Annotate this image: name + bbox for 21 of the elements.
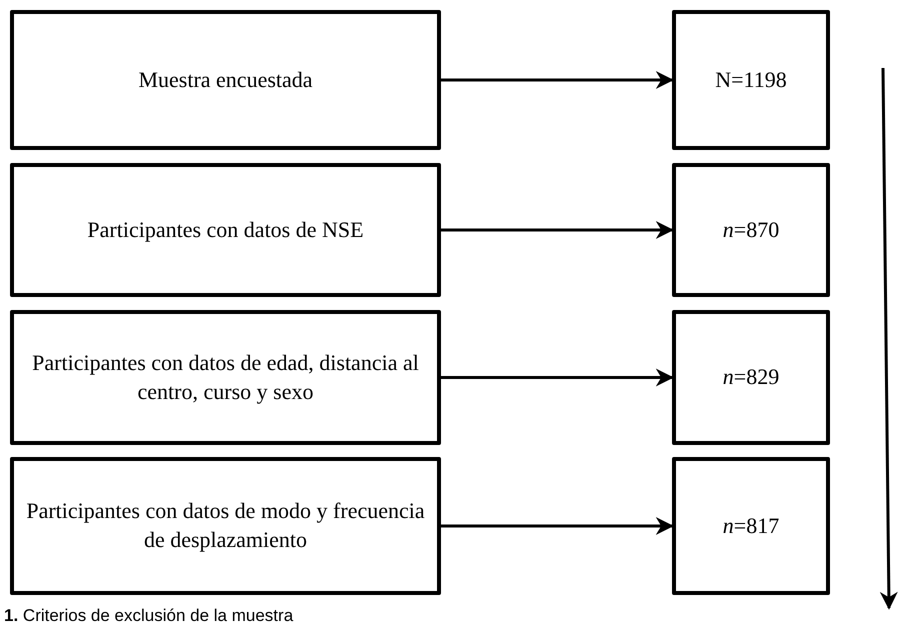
process-box — [10, 457, 441, 595]
figure-caption: 1. Criterios de exclusión de la muestra — [4, 606, 294, 626]
process-box — [10, 310, 441, 445]
arrow — [441, 221, 674, 239]
process-box — [10, 163, 441, 297]
box-label: Participantes con datos de modo y frecuencia de desplazamiento — [26, 497, 425, 554]
arrow — [441, 368, 674, 386]
box-label: Muestra encuestada — [138, 66, 313, 94]
process-box — [672, 457, 830, 595]
process-box — [672, 310, 830, 445]
box-label: n=817 — [722, 512, 780, 540]
box-label: n=870 — [722, 216, 780, 244]
box-label: n=829 — [722, 363, 780, 392]
box-label: Participantes con datos de edad, distancia al centro, curso y sexo — [31, 348, 420, 406]
arrow — [441, 517, 674, 535]
box-label: N=1198 — [715, 66, 787, 94]
process-box — [672, 10, 830, 150]
box-label: Participantes con datos de NSE — [87, 216, 364, 244]
arrow — [441, 71, 674, 89]
process-box — [10, 10, 441, 150]
process-box — [672, 163, 830, 297]
